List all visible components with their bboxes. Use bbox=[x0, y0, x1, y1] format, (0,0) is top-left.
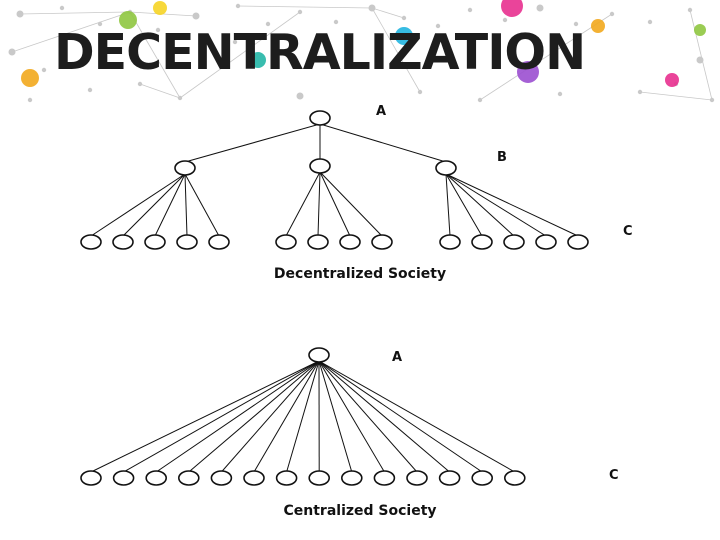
node-c bbox=[472, 471, 492, 485]
cen-link-a-c bbox=[189, 361, 319, 472]
cen-link-a-c bbox=[319, 361, 417, 472]
node-c bbox=[407, 471, 427, 485]
cen-link-a-c bbox=[287, 361, 319, 472]
node-c bbox=[472, 235, 492, 249]
node-c bbox=[81, 471, 101, 485]
node-a bbox=[309, 348, 329, 362]
cen-link-a-c bbox=[124, 361, 319, 472]
dec-link-b-c bbox=[91, 174, 185, 236]
decentralized-caption: Decentralized Society bbox=[274, 266, 446, 282]
cen-link-a-c bbox=[319, 361, 482, 472]
node-c bbox=[145, 235, 165, 249]
node-c bbox=[440, 235, 460, 249]
node-c bbox=[211, 471, 231, 485]
node-c bbox=[276, 235, 296, 249]
dec-link-a-b bbox=[320, 124, 446, 162]
dec-label-middle: B bbox=[497, 150, 507, 165]
cen-link-a-c bbox=[91, 361, 319, 472]
dec-link-b-c bbox=[123, 174, 185, 236]
node-c bbox=[308, 235, 328, 249]
centralized-tree bbox=[81, 348, 525, 485]
dec-link-b-c bbox=[286, 172, 320, 236]
dec-link-b-c bbox=[320, 172, 350, 236]
node-b bbox=[310, 159, 330, 173]
node-b bbox=[436, 161, 456, 175]
dec-link-b-c bbox=[318, 172, 320, 236]
dec-link-b-c bbox=[446, 174, 514, 236]
node-c bbox=[179, 471, 199, 485]
node-c bbox=[81, 235, 101, 249]
node-c bbox=[277, 471, 297, 485]
dec-link-b-c bbox=[446, 174, 578, 236]
node-c bbox=[177, 235, 197, 249]
node-c bbox=[244, 471, 264, 485]
dec-link-b-c bbox=[446, 174, 482, 236]
node-a bbox=[310, 111, 330, 125]
node-c bbox=[372, 235, 392, 249]
cen-link-a-c bbox=[319, 361, 515, 472]
node-c bbox=[568, 235, 588, 249]
dec-link-b-c bbox=[320, 172, 382, 236]
node-c bbox=[374, 471, 394, 485]
dec-link-b-c bbox=[185, 174, 187, 236]
cen-link-a-c bbox=[221, 361, 319, 472]
cen-link-a-c bbox=[319, 361, 450, 472]
dec-link-b-c bbox=[185, 174, 219, 236]
cen-link-a-c bbox=[319, 361, 352, 472]
node-c bbox=[209, 235, 229, 249]
dec-link-b-c bbox=[446, 174, 546, 236]
dec-link-a-b bbox=[185, 124, 320, 162]
node-c bbox=[113, 235, 133, 249]
dec-link-b-c bbox=[446, 174, 450, 236]
node-c bbox=[440, 471, 460, 485]
node-b bbox=[175, 161, 195, 175]
decentralized-tree bbox=[81, 111, 588, 249]
node-c bbox=[536, 235, 556, 249]
node-c bbox=[504, 235, 524, 249]
centralized-caption: Centralized Society bbox=[283, 503, 436, 519]
cen-label-top: A bbox=[392, 350, 402, 365]
cen-label-bottom: C bbox=[609, 468, 619, 483]
dec-label-top: A bbox=[376, 104, 386, 119]
node-c bbox=[146, 471, 166, 485]
dec-label-bottom: C bbox=[623, 224, 633, 239]
node-c bbox=[505, 471, 525, 485]
cen-link-a-c bbox=[319, 361, 384, 472]
node-c bbox=[309, 471, 329, 485]
cen-link-a-c bbox=[254, 361, 319, 472]
node-c bbox=[340, 235, 360, 249]
node-c bbox=[114, 471, 134, 485]
cen-link-a-c bbox=[156, 361, 319, 472]
node-c bbox=[342, 471, 362, 485]
